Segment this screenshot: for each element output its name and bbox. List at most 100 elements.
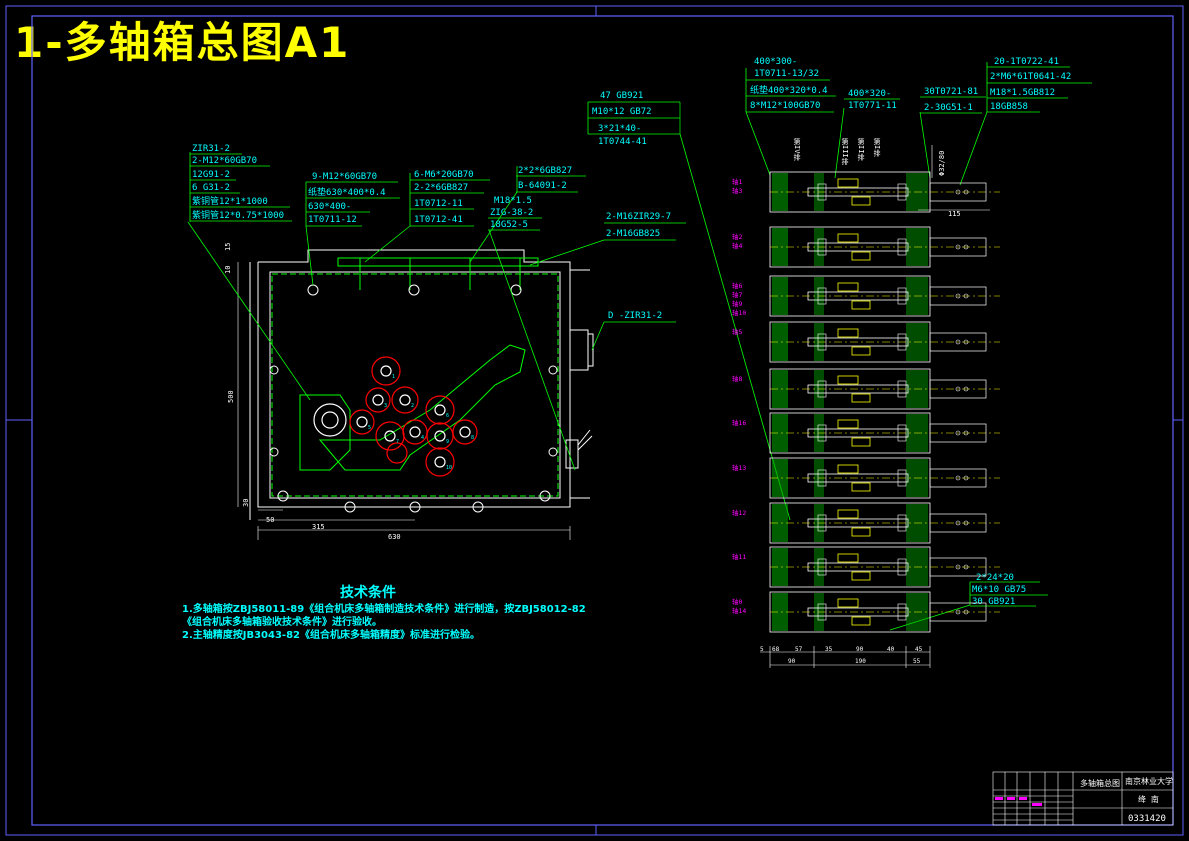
spindle-label: 轴4 [732,241,743,250]
svg-text:纸垫630*400*0.4: 纸垫630*400*0.4 [308,186,386,198]
svg-text:90: 90 [788,658,796,665]
svg-text:2-2*6GB827: 2-2*6GB827 [414,183,468,193]
svg-text:第III排: 第III排 [841,137,849,166]
svg-text:M18*1.5GB812: M18*1.5GB812 [990,88,1055,98]
svg-text:630*400-: 630*400- [308,202,351,212]
tech-line-3: 2.主轴精度按JB3043-82《组合机床多轴箱精度》标准进行检验。 [182,630,480,641]
spindle-label: 轴7 [732,290,743,299]
callout-c8: 47 GB921 M10*12 GB72 3*21*40- 1T0744-41 [588,91,681,147]
svg-text:3: 3 [384,403,387,409]
svg-text:9-M12*60GB70: 9-M12*60GB70 [312,172,377,182]
svg-text:68: 68 [772,646,780,653]
svg-text:D -ZIR31-2: D -ZIR31-2 [608,311,662,321]
dim-50: 50 [266,516,274,524]
svg-text:2*2*6GB827: 2*2*6GB827 [518,166,572,176]
svg-text:2*24*20: 2*24*20 [976,573,1014,583]
svg-text:90: 90 [856,646,864,653]
spindle-label: 轴9 [732,299,743,308]
callout-leaders [187,62,988,631]
callout-c5: M18*1.5 ZIG-38-2 18G52-5 [488,196,542,231]
svg-text:5: 5 [760,646,764,653]
spindle-row: 轴11 [732,546,1000,588]
tb-code: 0331420 [1128,814,1166,824]
callout-c9: 400*300- 1T0711-13/32 纸垫400*320*0.4 8*M1… [746,57,836,113]
svg-text:47 GB921: 47 GB921 [600,91,643,101]
spindle-label: 轴5 [732,327,743,336]
dim-height: 500 [227,390,235,403]
callout-c12: 20-1T0722-41 2*M6*61T0641-42 M18*1.5GB81… [987,57,1092,113]
spindle-label: 轴16 [732,418,746,427]
svg-text:1T0712-41: 1T0712-41 [414,215,463,225]
dim-15: 15 [224,243,232,251]
svg-text:45: 45 [915,646,923,653]
svg-text:190: 190 [855,658,866,665]
svg-text:1T0712-11: 1T0712-11 [414,199,463,209]
svg-text:18G52-5: 18G52-5 [490,220,528,230]
callout-c7: D -ZIR31-2 [604,311,676,323]
tech-line-1: 1.多轴箱按ZBJ58011-89《组合机床多轴箱制造技术条件》进行制造，按ZB… [182,604,586,615]
spindle-label: 轴11 [732,552,746,561]
dim-width: 630 [388,533,401,541]
svg-text:5: 5 [368,425,371,431]
tb-school: 南京林业大学 [1125,776,1173,786]
svg-text:6-M6*20GB70: 6-M6*20GB70 [414,170,474,180]
svg-text:2*M6*61T0641-42: 2*M6*61T0641-42 [990,72,1071,82]
svg-text:2-M12*60GB70: 2-M12*60GB70 [192,156,257,166]
svg-text:3*21*40-: 3*21*40- [598,124,641,134]
spindle-label: 轴3 [732,186,743,195]
svg-text:30 GB921: 30 GB921 [972,597,1015,607]
svg-text:紫铜管12*1*1000: 紫铜管12*1*1000 [192,195,268,207]
svg-text:8*M12*100GB70: 8*M12*100GB70 [750,101,820,111]
svg-text:第II排: 第II排 [857,137,865,161]
svg-text:紫铜管12*0.75*1000: 紫铜管12*0.75*1000 [192,209,284,221]
spindle-label: 轴10 [732,308,746,317]
svg-text:7: 7 [396,439,399,445]
spindle-label: 轴1 [732,177,743,186]
svg-text:纸垫400*320*0.4: 纸垫400*320*0.4 [750,84,828,96]
tb-role: 绛 南 [1138,794,1159,804]
tb-name: 多轴箱总图 [1080,778,1120,788]
spindle-row: 轴5 [732,321,1000,363]
spindle-row: 轴12 [732,502,1000,544]
svg-text:ZIR31-2: ZIR31-2 [192,144,230,154]
svg-text:2: 2 [411,403,414,409]
dim-115: 115 [948,210,961,218]
svg-text:1T0744-41: 1T0744-41 [598,137,647,147]
svg-text:第I排: 第I排 [873,137,881,157]
bottom-dims: 5 68 57 35 90 40 45 90 190 55 [760,646,923,665]
svg-text:6: 6 [446,413,449,419]
svg-text:6 G31-2: 6 G31-2 [192,183,230,193]
dim-30: 30 [242,499,250,507]
svg-text:M18*1.5: M18*1.5 [494,196,532,206]
svg-text:M6*10 GB75: M6*10 GB75 [972,585,1026,595]
spindle-row: 轴8 [732,368,1000,410]
svg-text:10: 10 [446,465,452,471]
tech-line-2: 《组合机床多轴箱验收技术条件》进行验收。 [182,617,382,628]
spindle-label: 轴0 [732,597,743,606]
svg-text:57: 57 [795,646,803,653]
callout-c6: 2-M16ZIR29-7 2-M16GB825 [604,212,686,241]
svg-text:4: 4 [421,435,424,441]
dim-315: 315 [312,523,325,531]
svg-text:2-M16ZIR29-7: 2-M16ZIR29-7 [606,212,671,222]
svg-text:8: 8 [471,435,474,441]
svg-text:35: 35 [825,646,833,653]
title-block [992,771,1174,826]
callout-c10: 400*320- 1T0771-11 [844,89,900,111]
svg-text:第IV排: 第IV排 [793,137,801,161]
callout-texts: ZIR31-2 2-M12*60GB70 12G91-2 6 G31-2 紫铜管… [190,57,1092,607]
svg-text:1T0771-11: 1T0771-11 [848,101,897,111]
svg-text:M10*12 GB72: M10*12 GB72 [592,107,652,117]
tech-conditions-title: 技术条件 [340,585,396,601]
row-headers: 第IV排 第III排 第II排 第I排 [793,137,881,166]
svg-text:20-1T0722-41: 20-1T0722-41 [994,57,1059,67]
svg-text:400*320-: 400*320- [848,89,891,99]
